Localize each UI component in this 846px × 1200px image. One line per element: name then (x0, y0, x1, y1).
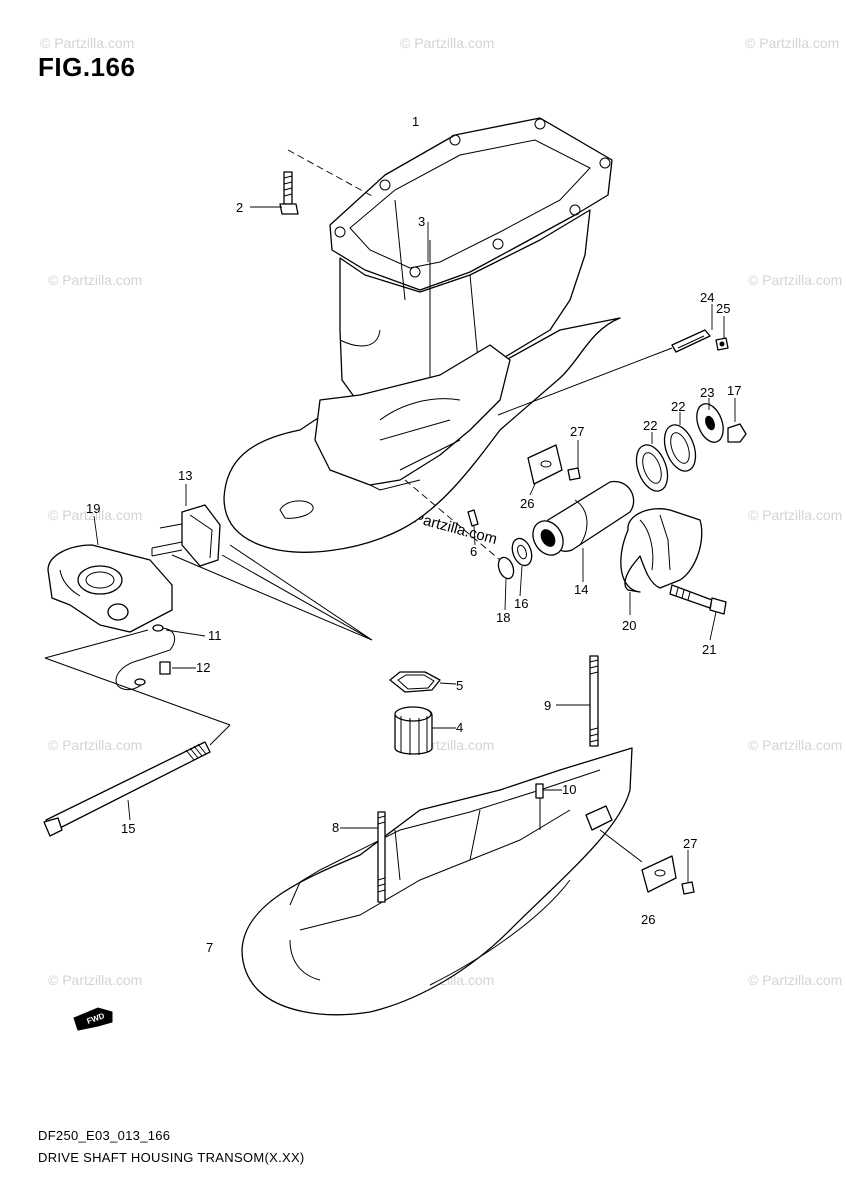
forward-arrow-icon: FWD (73, 1007, 113, 1031)
callout-17: 17 (727, 383, 741, 398)
bolt-21 (669, 584, 727, 615)
watermark: © Partzilla.com (748, 972, 842, 988)
callout-23: 23 (700, 385, 714, 400)
screw-27-upper (567, 467, 581, 481)
dashed-alignment-line (287, 149, 373, 197)
plate-26-upper (527, 444, 563, 485)
callout-9: 9 (544, 698, 551, 713)
bolt-2 (279, 171, 299, 215)
callout-16: 16 (514, 596, 528, 611)
callout-6: 6 (470, 544, 477, 559)
clamp-block-19 (47, 544, 173, 633)
callout-12: 12 (196, 660, 210, 675)
bracket-24 (671, 329, 711, 353)
callout-5: 5 (456, 678, 463, 693)
figure-title: FIG.166 (38, 52, 136, 82)
watermark: © Partzilla.com (48, 507, 142, 523)
callout-14: 14 (574, 582, 588, 597)
washer-16 (511, 537, 533, 567)
bushing-14 (532, 480, 635, 556)
callout-8: 8 (332, 820, 339, 835)
watermark: © Partzilla.com (748, 272, 842, 288)
watermark: © Partzilla.com (748, 737, 842, 753)
watermark: © Partzilla.com (48, 737, 142, 753)
figure-caption: DRIVE SHAFT HOUSING TRANSOM(X.XX) (38, 1150, 305, 1165)
callout-27-a: 27 (570, 424, 584, 439)
callout-18: 18 (496, 610, 510, 625)
stud-9 (589, 655, 599, 747)
figure-code: DF250_E03_013_166 (38, 1128, 171, 1143)
ground-wire-11 (115, 624, 176, 691)
watermark: © Partzilla.com (48, 272, 142, 288)
pin-6 (467, 509, 479, 527)
assembly-line (497, 347, 673, 416)
stud-15 (43, 741, 211, 837)
callout-7: 7 (206, 940, 213, 955)
callout-27-b: 27 (683, 836, 697, 851)
callout-22-a: 22 (643, 418, 657, 433)
callout-24: 24 (700, 290, 714, 305)
callout-3: 3 (418, 214, 425, 229)
callout-15: 15 (121, 821, 135, 836)
plate-26-lower (641, 855, 677, 893)
drive-shaft-housing (223, 117, 621, 553)
callout-21: 21 (702, 642, 716, 657)
callout-20: 20 (622, 618, 636, 633)
callout-11: 11 (208, 628, 222, 643)
callout-1: 1 (412, 114, 419, 129)
callout-26-b: 26 (641, 912, 655, 927)
assembly-line (221, 554, 373, 641)
gasket-5 (389, 671, 441, 693)
watermark: © Partzilla.com (748, 507, 842, 523)
assembly-line (599, 829, 643, 863)
callout-10: 10 (562, 782, 576, 797)
screw-12 (159, 661, 171, 675)
callout-2: 2 (236, 200, 243, 215)
washer-23 (696, 403, 724, 443)
screw-27-lower (681, 881, 695, 895)
callout-labels: 1 2 3 5 4 6 7 8 9 10 11 12 13 14 15 16 1… (86, 114, 741, 955)
callout-4: 4 (456, 720, 463, 735)
watermark: © Partzilla.com (40, 35, 134, 51)
washer-18 (497, 556, 515, 580)
washer-22-a (635, 444, 669, 492)
clamp-20 (620, 508, 703, 593)
dashed-alignment-line (404, 479, 501, 561)
nut-17 (727, 423, 747, 443)
washer-22-b (663, 424, 697, 472)
callout-19: 19 (86, 501, 100, 516)
watermark: © Partzilla.com (48, 972, 142, 988)
assembly-line (44, 629, 231, 726)
screw-25 (715, 337, 729, 351)
callout-13: 13 (178, 468, 192, 483)
callout-22-b: 22 (671, 399, 685, 414)
callout-25: 25 (716, 301, 730, 316)
stud-8 (377, 811, 386, 903)
callout-26-a: 26 (520, 496, 534, 511)
assembly-line (209, 724, 231, 746)
strainer-4 (394, 706, 433, 755)
watermark: © Partzilla.com (745, 35, 839, 51)
pin-10 (535, 783, 544, 799)
leader-lines (93, 206, 736, 882)
mount-13 (151, 504, 221, 567)
watermark: © Partzilla.com (400, 35, 494, 51)
